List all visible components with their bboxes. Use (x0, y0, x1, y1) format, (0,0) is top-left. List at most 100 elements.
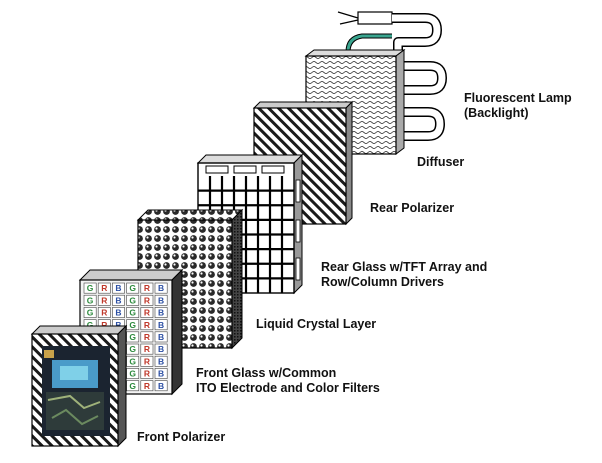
label-rear-glass: Rear Glass w/TFT Array and Row/Column Dr… (321, 260, 487, 290)
color-filter-letter: B (158, 332, 164, 342)
color-filter-letter: B (158, 308, 164, 318)
color-filter-cell (140, 319, 154, 331)
color-filter-cell (83, 282, 97, 294)
front-polarizer-panel (30, 324, 128, 448)
color-filter-letter: R (144, 320, 150, 330)
color-filter-cell (126, 380, 140, 392)
color-filter-cell (126, 368, 140, 379)
color-filter-cell (97, 282, 111, 294)
color-filter-letter: G (129, 308, 136, 318)
color-filter-cell (126, 307, 140, 318)
color-filter-cell (154, 331, 168, 343)
color-filter-letter: G (129, 381, 136, 391)
column-driver (233, 165, 257, 174)
color-filter-cell (140, 331, 154, 343)
color-filter-cell (140, 368, 154, 379)
color-filter-cell (154, 355, 168, 367)
color-filter-letter: G (87, 320, 94, 330)
label-fluorescent-lamp-line1: Fluorescent Lamp (464, 91, 572, 105)
color-filter-cell (154, 282, 168, 294)
label-front-glass-line1: Front Glass w/Common (196, 366, 337, 380)
row-driver (295, 257, 301, 281)
label-front-glass-line2: ITO Electrode and Color Filters (196, 381, 380, 395)
lamp-wire (337, 11, 359, 19)
color-filter-letter: B (115, 295, 121, 305)
color-filter-cell (97, 294, 111, 306)
color-filter-letter: R (144, 369, 150, 379)
color-filter-letter: G (129, 369, 136, 379)
label-rear-glass-line1: Rear Glass w/TFT Array and (321, 260, 488, 274)
color-filter-cell (126, 355, 140, 367)
column-driver (205, 165, 229, 174)
color-filter-cell (126, 331, 140, 343)
color-filter-cell (126, 294, 140, 306)
color-filter-letter: G (129, 356, 136, 366)
color-filter-cell (140, 343, 154, 355)
color-filter-cell (112, 307, 125, 318)
color-filter-letter: B (115, 308, 121, 318)
label-rear-polarizer: Rear Polarizer (370, 201, 455, 215)
color-filter-letter: B (115, 283, 121, 293)
color-filter-letter: G (129, 283, 136, 293)
color-filter-letter: B (158, 344, 164, 354)
color-filter-cell (97, 307, 111, 318)
screen-image (42, 346, 110, 436)
color-filter-cell (112, 294, 125, 306)
color-filter-letter: B (158, 381, 164, 391)
color-filter-letter: R (144, 344, 150, 354)
color-filter-cell (154, 294, 168, 306)
color-filter-cell (140, 355, 154, 367)
color-filter-letter: R (101, 283, 107, 293)
color-filter-cell (154, 380, 168, 392)
label-fluorescent-lamp-line2: (Backlight) (464, 106, 529, 120)
color-filter-letter: B (158, 320, 164, 330)
color-filter-cell (140, 380, 154, 392)
color-filter-cell (140, 294, 154, 306)
label-rear-glass-line2: Row/Column Drivers (321, 275, 444, 289)
color-filter-letter: R (101, 320, 107, 330)
lamp-wire (339, 19, 359, 25)
color-filter-letter: G (87, 295, 94, 305)
color-filter-cell (140, 307, 154, 318)
color-filter-letter: G (87, 308, 94, 318)
color-filter-letter: R (144, 332, 150, 342)
color-filter-letter: G (87, 283, 94, 293)
color-filter-letter: G (129, 344, 136, 354)
column-driver (261, 165, 285, 174)
label-fluorescent-lamp: Fluorescent Lamp (Backlight) (464, 91, 572, 121)
color-filter-cell (126, 319, 140, 331)
color-filter-letter: R (144, 295, 150, 305)
color-filter-cell (83, 307, 97, 318)
color-filter-letter: R (101, 308, 107, 318)
color-filter-letter: G (129, 320, 136, 330)
color-filter-letter: R (144, 283, 150, 293)
color-filter-letter: G (129, 332, 136, 342)
color-filter-cell (112, 282, 125, 294)
label-liquid-crystal: Liquid Crystal Layer (256, 317, 377, 331)
color-filter-cell (126, 343, 140, 355)
color-filter-cell (154, 307, 168, 318)
color-filter-letter: G (129, 295, 136, 305)
lamp-wire (346, 34, 392, 53)
lamp-connector (357, 11, 393, 25)
color-filter-letter: B (158, 295, 164, 305)
color-filter-letter: B (158, 283, 164, 293)
row-driver (295, 219, 301, 243)
color-filter-letter: R (144, 308, 150, 318)
color-filter-letter: B (158, 356, 164, 366)
color-filter-letter: R (101, 295, 107, 305)
color-filter-cell (140, 282, 154, 294)
color-filter-cell (154, 368, 168, 379)
label-front-polarizer: Front Polarizer (137, 430, 226, 444)
color-filter-cell (126, 282, 140, 294)
color-filter-letter: B (158, 369, 164, 379)
label-front-glass: Front Glass w/Common ITO Electrode and C… (196, 366, 380, 396)
color-filter-letter: B (115, 320, 121, 330)
label-diffuser: Diffuser (417, 155, 465, 169)
row-driver (295, 179, 301, 203)
color-filter-letter: R (144, 356, 150, 366)
color-filter-cell (154, 343, 168, 355)
color-filter-cell (83, 294, 97, 306)
color-filter-letter: R (144, 381, 150, 391)
